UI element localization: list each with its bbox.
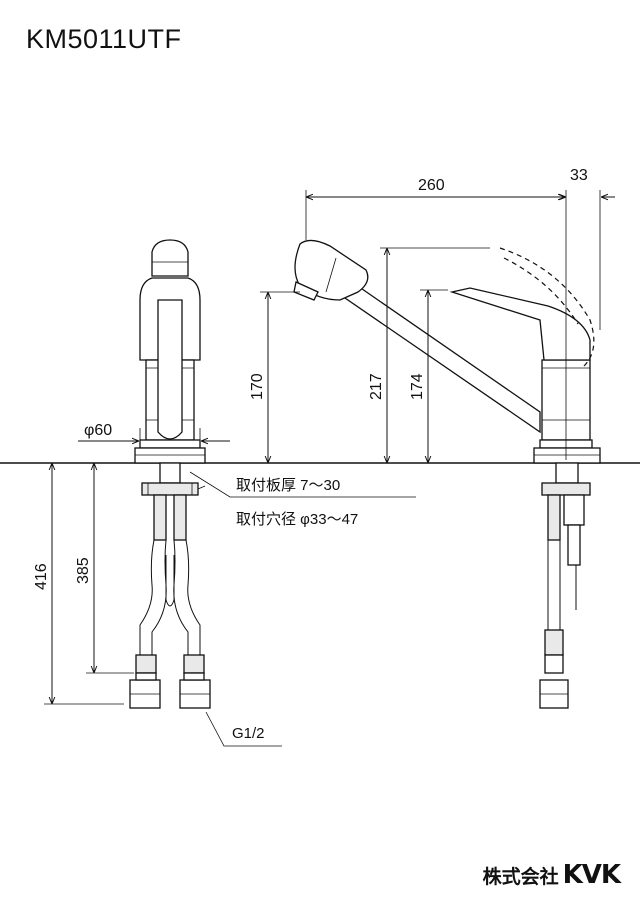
side-lever-raised — [499, 247, 595, 367]
side-hose-upper — [547, 494, 561, 541]
brand-logo: 株式会社 KVK — [482, 860, 621, 890]
front-shank — [159, 462, 181, 484]
brand-en: KVK — [562, 860, 621, 890]
dim-hose: 385 — [75, 557, 92, 584]
dim-reach: 260 — [418, 177, 445, 194]
dim-base-diameter: φ60 — [84, 422, 112, 439]
front-base — [134, 447, 206, 464]
front-spout — [157, 299, 183, 440]
side-base — [533, 447, 601, 464]
side-valve — [563, 494, 585, 526]
dim-lever-offset: 33 — [570, 167, 588, 184]
front-nut-plate — [141, 482, 199, 496]
note-plate-thickness: 取付板厚 7～30 — [236, 476, 340, 494]
dim-height-spout-right: 174 — [409, 373, 426, 400]
dim-hose-total: 416 — [33, 563, 50, 590]
note-hole-diameter: 取付穴径 φ33～47 — [236, 511, 358, 528]
side-spray-head — [294, 239, 369, 301]
side-nut-plate — [541, 482, 591, 496]
side-view — [293, 239, 601, 709]
front-base-ring — [139, 439, 201, 449]
front-view — [129, 239, 211, 709]
front-lever-cap — [151, 239, 189, 277]
model-title: KM5011UTF — [26, 24, 182, 54]
dim-height-spout: 170 — [249, 373, 266, 400]
front-fitting-right — [183, 654, 205, 674]
brand-jp: 株式会社 — [482, 866, 559, 888]
front-hose-right-upper — [173, 494, 187, 541]
side-nozzle — [293, 281, 319, 301]
dim-height-lever: 217 — [368, 373, 385, 400]
front-hose-left-upper — [153, 494, 167, 541]
side-lever — [449, 287, 591, 361]
front-fitting-left — [135, 654, 157, 674]
note-thread: G1/2 — [232, 725, 265, 742]
